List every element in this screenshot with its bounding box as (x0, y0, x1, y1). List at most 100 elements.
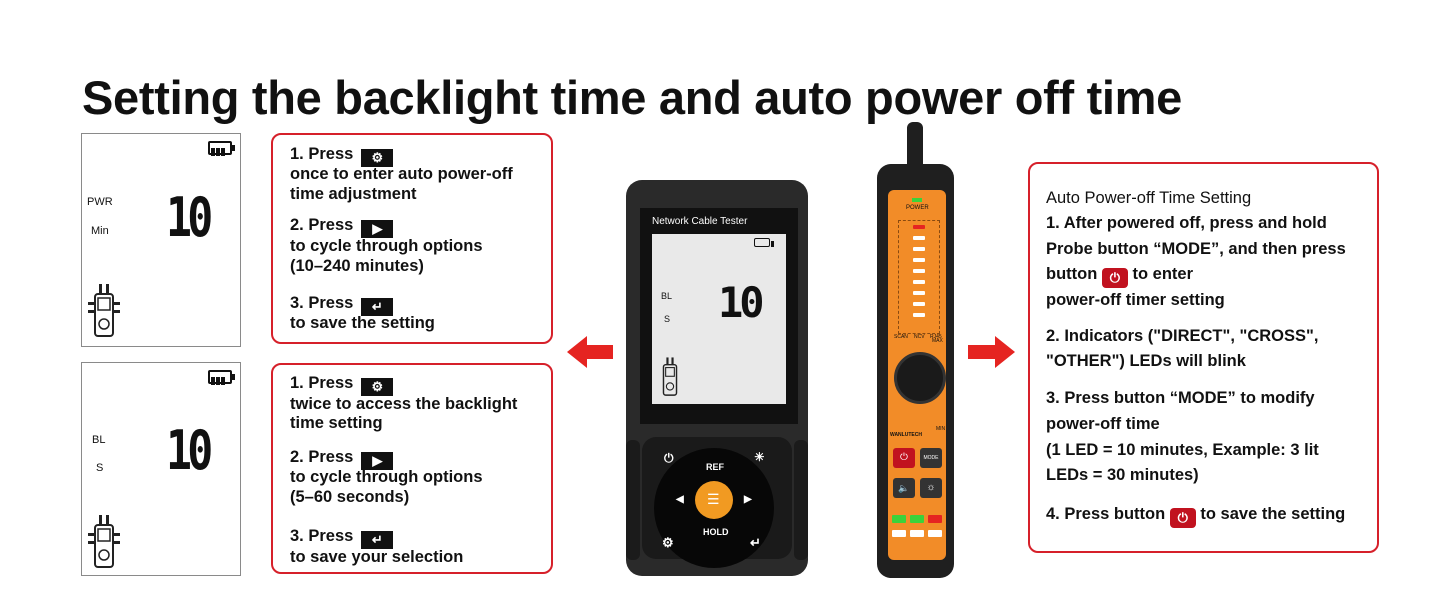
step-3-desc: to save the setting (290, 314, 435, 332)
probe-line: "OTHER") LEDs will blink (1046, 352, 1246, 370)
gear-icon: ⚙ (361, 149, 394, 167)
probe-text: to enter (1132, 265, 1194, 283)
device-grip-left (626, 440, 640, 560)
lcd-label-pwr: PWR (87, 196, 113, 208)
probe-line: 4. Press button ⏻ to save the setting (1046, 502, 1345, 528)
menu-icon: ☰ (707, 491, 720, 507)
probe-mute-button[interactable]: 🔈 (893, 478, 915, 498)
enter-icon: ↵ (361, 531, 394, 549)
probe-mode-button[interactable]: MODE (920, 448, 942, 468)
step-text: 1. Press (290, 374, 354, 392)
probe-scan-label: SCAN (894, 334, 908, 340)
step-3: 3. Press ↵ (290, 526, 394, 549)
probe-line: 1. After powered off, press and hold (1046, 214, 1327, 232)
device-right-icon[interactable]: ▶ (744, 494, 752, 505)
device-grip-right (794, 440, 808, 560)
battery-icon (208, 370, 235, 385)
device-lcd-label-bl: BL (661, 291, 673, 301)
play-icon: ▶ (361, 452, 394, 470)
power-icon[interactable]: ⏻ (664, 451, 674, 465)
power-icon: ⏻ (1169, 508, 1196, 528)
step-3-desc: to save your selection (290, 548, 464, 566)
step-3: 3. Press ↵ (290, 293, 394, 316)
lcd-panel-backlight: BL S 10 (81, 362, 241, 576)
probe-line: button ⏻ to enter (1046, 262, 1193, 288)
tester-icon (88, 515, 120, 568)
probe-led-panel (898, 220, 940, 334)
step-text: 2. Press (290, 216, 354, 234)
step-2: 2. Press ▶ (290, 215, 394, 238)
enter-icon: ↵ (361, 298, 394, 316)
probe-line: LEDs = 30 minutes) (1046, 466, 1199, 484)
probe-text: button (1046, 265, 1098, 283)
step-1: 1. Press ⚙ (290, 144, 394, 167)
probe-power-button[interactable]: ⏻ (893, 448, 915, 468)
probe-text: to save the setting (1200, 505, 1346, 523)
step-text: 3. Press (290, 527, 354, 545)
device-lcd-label-s: S (664, 314, 671, 324)
probe-mode-label: MODE (923, 455, 939, 461)
page-title: Setting the backlight time and auto powe… (82, 71, 1183, 124)
step-1-desc: twice to access the backlight (290, 395, 518, 413)
instructions-backlight: 1. Press⚙ twice to access the backlight … (271, 363, 553, 574)
device-left-icon[interactable]: ◀ (676, 494, 684, 505)
device-lcd-value: 10 (718, 278, 765, 327)
arrow-left-icon (567, 336, 615, 368)
lcd-label-min: Min (91, 225, 109, 237)
probe-status-leds (890, 515, 944, 525)
step-2: 2. Press ▶ (290, 447, 394, 470)
probe-line: (1 LED = 10 minutes, Example: 3 lit (1046, 441, 1319, 459)
step-2-desc2: (5–60 seconds) (290, 488, 410, 506)
lcd-value: 10 (166, 186, 213, 249)
backlight-icon[interactable]: ☀ (754, 450, 765, 464)
lcd-label-s: S (96, 462, 104, 474)
step-text: 2. Press (290, 448, 354, 466)
instructions-probe: Auto Power-off Time Setting 1. After pow… (1028, 162, 1379, 553)
battery-icon (754, 238, 774, 247)
device-hold-label[interactable]: HOLD (703, 527, 729, 537)
probe-rj45-label: RJ45 (930, 334, 942, 340)
step-2-desc: to cycle through options (290, 468, 483, 486)
instructions-power-off: 1. Press ⚙ once to enter auto power-off t… (271, 133, 553, 344)
enter-icon[interactable]: ↵ (750, 535, 761, 550)
step-1-desc: once to enter auto power-off (290, 165, 513, 183)
play-icon: ▶ (361, 220, 394, 238)
probe-power-label: POWER (906, 205, 929, 211)
tester-icon (662, 357, 678, 396)
probe-min-label: MIN (936, 426, 946, 432)
gear-icon[interactable]: ⚙ (662, 535, 674, 550)
lcd-label-bl: BL (92, 434, 106, 446)
step-1-desc2: time adjustment (290, 185, 417, 203)
step-1: 1. Press ⚙ (290, 373, 394, 396)
tester-icon (88, 284, 120, 337)
probe-speed-leds (890, 530, 944, 540)
battery-icon (208, 141, 235, 156)
probe-tip (907, 122, 923, 170)
lcd-panel-power-off: PWR Min 10 (81, 133, 241, 347)
probe-line: 3. Press button “MODE” to modify (1046, 389, 1315, 407)
probe-brand: WANLUTECH (890, 432, 922, 438)
step-text: 1. Press (290, 145, 354, 163)
device-ref-label[interactable]: REF (706, 462, 724, 472)
device-lcd: BL S 10 (652, 234, 786, 404)
probe-line: Probe button “MODE”, and then press (1046, 240, 1346, 258)
arrow-right-icon (968, 336, 1016, 368)
step-1-desc2: time setting (290, 414, 383, 432)
step-text: 3. Press (290, 294, 354, 312)
step-2-desc: to cycle through options (290, 237, 483, 255)
device-screen-title: Network Cable Tester (652, 216, 748, 227)
power-icon: ⏻ (1101, 268, 1128, 288)
lcd-value: 10 (166, 419, 213, 482)
step-2-desc2: (10–240 minutes) (290, 257, 424, 275)
device-menu-button[interactable] (695, 481, 733, 519)
probe-heading: Auto Power-off Time Setting (1046, 189, 1252, 207)
probe-text: 4. Press button (1046, 505, 1166, 523)
probe-line: power-off timer setting (1046, 291, 1225, 309)
probe-power-led (912, 198, 922, 202)
probe-ncv-label: NCV (914, 334, 925, 340)
probe-max-label: MAX (932, 338, 943, 344)
probe-light-button[interactable]: ☼ (920, 478, 942, 498)
probe-sensitivity-knob[interactable] (894, 352, 946, 404)
probe-line: 2. Indicators ("DIRECT", "CROSS", (1046, 327, 1319, 345)
gear-icon: ⚙ (361, 378, 394, 396)
